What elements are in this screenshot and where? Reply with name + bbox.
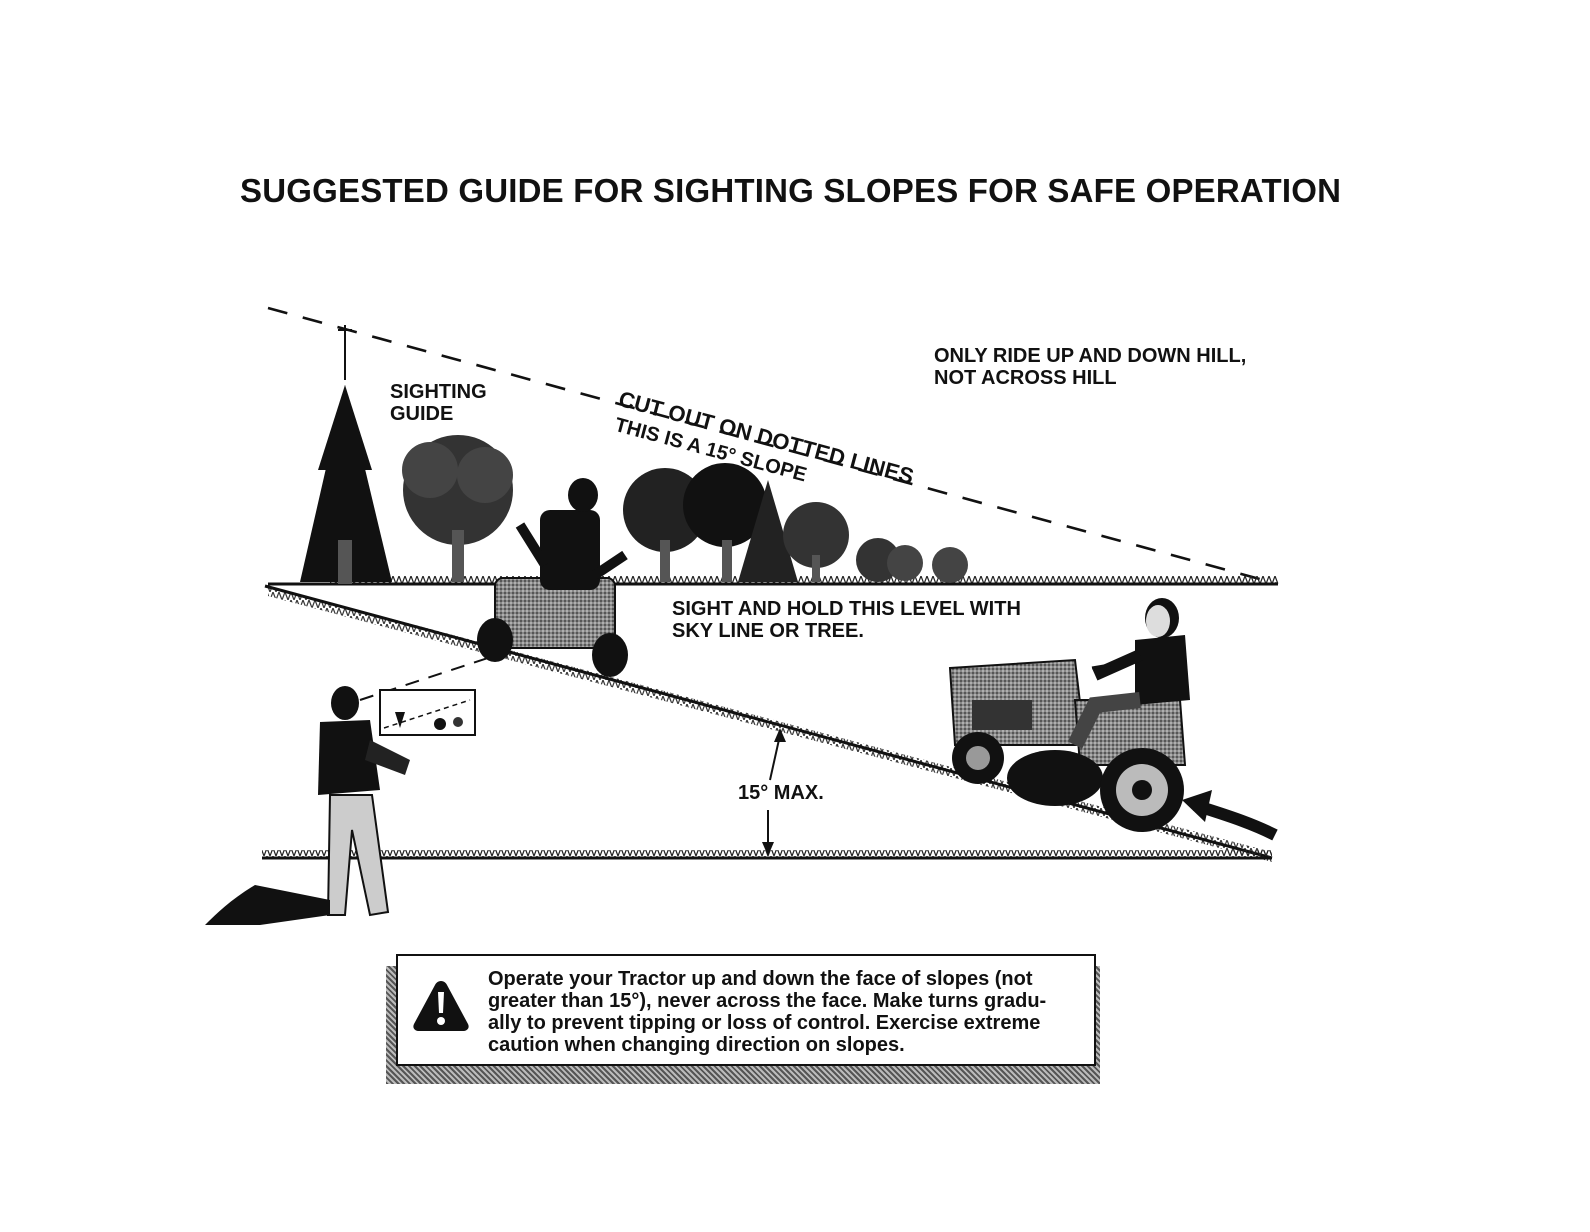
warning-box: Operate your Tractor up and down the fac… bbox=[396, 954, 1096, 1066]
sighting-guide-label-1: SIGHTING bbox=[390, 381, 487, 403]
warning-line: Operate your Tractor up and down the fac… bbox=[488, 968, 1088, 990]
sighting-guide-label-2: GUIDE bbox=[390, 403, 453, 425]
warning-line: ally to prevent tipping or loss of contr… bbox=[488, 1012, 1088, 1034]
warning-line: caution when changing direction on slope… bbox=[488, 1034, 1088, 1056]
warning-line: greater than 15°), never across the face… bbox=[488, 990, 1088, 1012]
max-angle-label: 15° MAX. bbox=[738, 782, 824, 804]
sight-hold-label-1: SIGHT AND HOLD THIS LEVEL WITH bbox=[672, 598, 1021, 620]
pine-tree-icon bbox=[300, 385, 392, 584]
warning-text: Operate your Tractor up and down the fac… bbox=[488, 968, 1088, 1056]
warning-triangle-icon bbox=[412, 978, 470, 1032]
sight-hold-label-2: SKY LINE OR TREE. bbox=[672, 620, 864, 642]
sighting-card-icon bbox=[380, 690, 475, 735]
tractor-icon bbox=[950, 598, 1190, 832]
only-ride-label-1: ONLY RIDE UP AND DOWN HILL, bbox=[934, 345, 1246, 367]
tree-icon bbox=[402, 435, 513, 582]
only-ride-label-2: NOT ACROSS HILL bbox=[934, 367, 1117, 389]
